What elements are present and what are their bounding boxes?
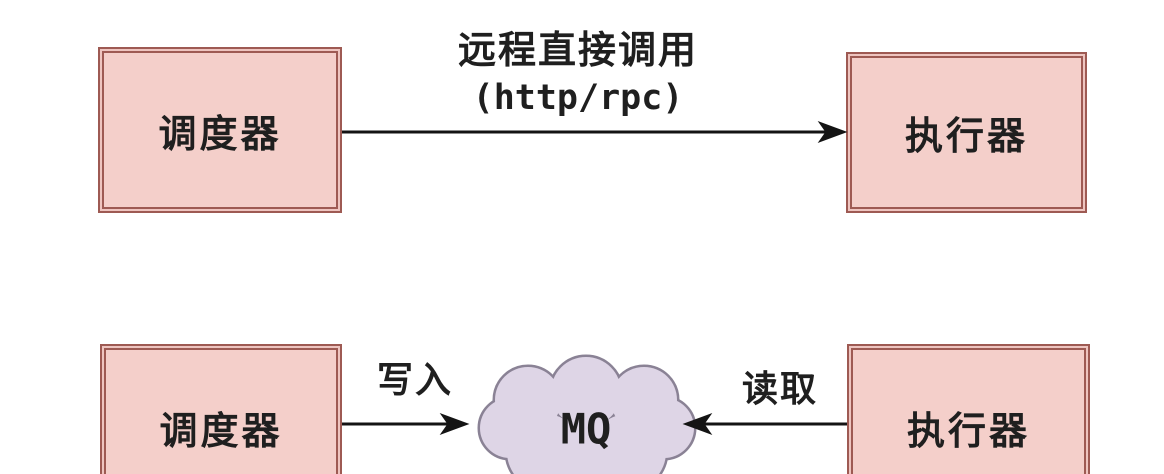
- mq-node-label: MQ: [560, 404, 612, 454]
- top-scheduler-box-inner: 调度器: [102, 51, 338, 209]
- top-scheduler-label: 调度器: [158, 111, 282, 156]
- bottom-scheduler-box-inner: 调度器: [104, 348, 338, 474]
- write-arrow-right-icon: [342, 412, 470, 436]
- top-arrow-label: 远程直接调用 (http/rpc): [458, 26, 698, 122]
- bottom-executor-box-inner: 执行器: [851, 348, 1086, 474]
- bottom-scheduler-label: 调度器: [159, 408, 283, 453]
- mq-cloud-shape: [477, 354, 697, 474]
- top-scheduler-box: 调度器: [98, 47, 342, 213]
- bottom-executor-label: 执行器: [906, 408, 1030, 453]
- bottom-scheduler-box: 调度器: [100, 344, 342, 474]
- top-executor-box-inner: 执行器: [850, 56, 1083, 209]
- top-executor-box: 执行器: [846, 52, 1087, 213]
- read-arrow-left-icon: [682, 412, 847, 436]
- read-arrow-label: 读取: [741, 369, 819, 410]
- write-arrow-label: 写入: [376, 360, 454, 401]
- top-executor-label: 执行器: [904, 114, 1028, 158]
- top-arrow-label-line2: (http/rpc): [472, 78, 684, 118]
- top-arrow-right-icon: [342, 120, 848, 144]
- top-arrow-label-line1: 远程直接调用: [457, 28, 699, 72]
- bottom-executor-box: 执行器: [847, 344, 1090, 474]
